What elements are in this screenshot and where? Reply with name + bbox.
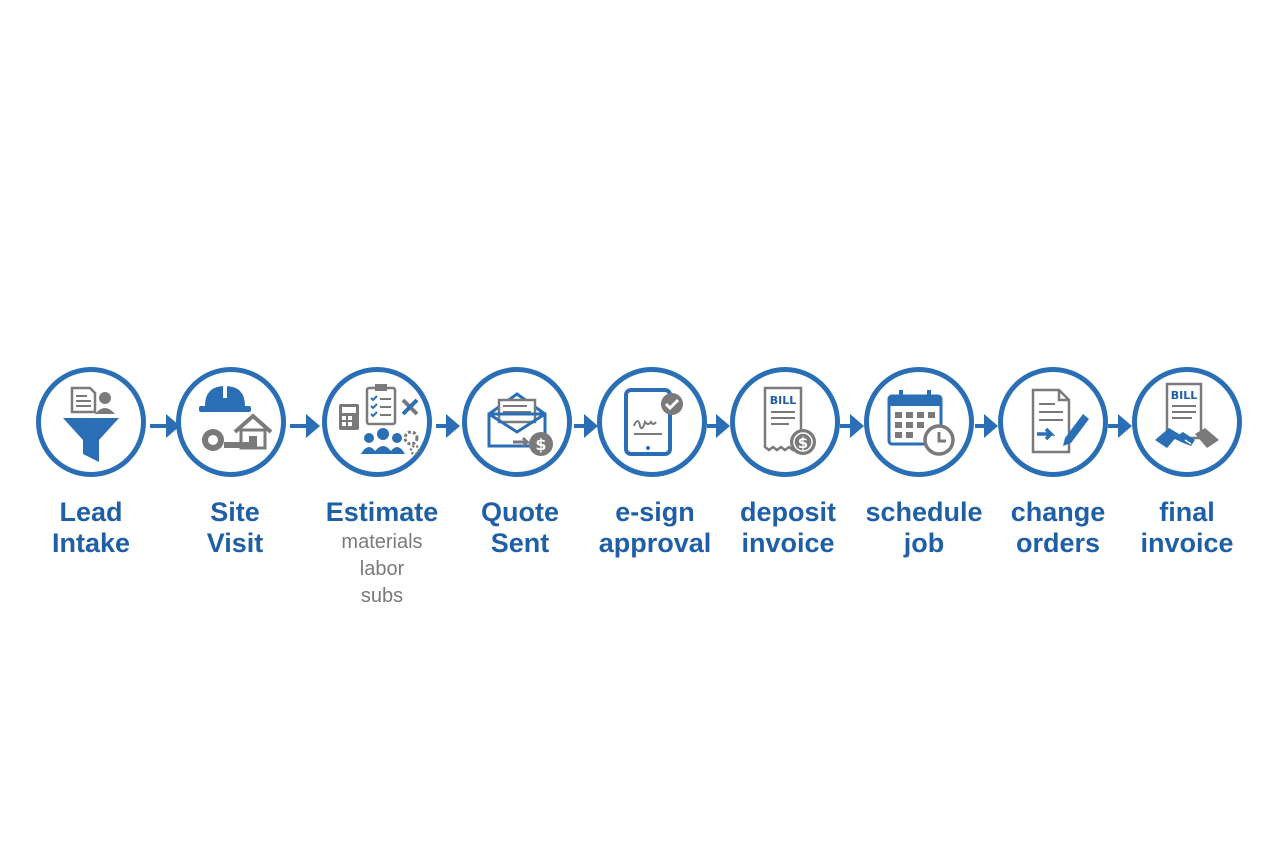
step-node-schedule-job — [864, 367, 974, 477]
svg-text:$: $ — [798, 434, 808, 452]
bill-text: BILL — [1171, 389, 1198, 402]
connector-2 — [290, 424, 308, 428]
step-node-final-invoice: BILL — [1132, 367, 1242, 477]
arrow-7-icon — [984, 414, 998, 438]
step-node-deposit-invoice: BILL $ — [730, 367, 840, 477]
arrow-6-icon — [850, 414, 864, 438]
connector-6 — [840, 424, 852, 428]
step-node-estimate — [322, 367, 432, 477]
hardhat-house-icon — [199, 384, 273, 451]
step-node-lead-intake — [36, 367, 146, 477]
arrow-8-icon — [1118, 414, 1132, 438]
funnel-lead-icon — [63, 386, 119, 462]
connector-8 — [1108, 424, 1120, 428]
step-label-estimate: Estimate — [325, 497, 439, 527]
step-node-change-orders — [998, 367, 1108, 477]
arrow-5-icon — [716, 414, 730, 438]
arrow-4-icon — [584, 414, 598, 438]
step-node-e-sign-approval — [597, 367, 707, 477]
connector-7 — [975, 424, 987, 428]
document-edit-icon — [1031, 388, 1089, 454]
bill-coin-icon: BILL $ — [763, 386, 816, 455]
envelope-dollar-icon: $ — [487, 392, 553, 456]
step-node-quote-sent: $ — [462, 367, 572, 477]
arrow-2-icon — [306, 414, 320, 438]
calendar-clock-icon — [887, 390, 955, 456]
arrow-3-icon — [446, 414, 460, 438]
svg-text:$: $ — [535, 435, 546, 454]
tablet-signature-icon — [624, 388, 683, 456]
estimate-tools-icon — [339, 384, 421, 456]
connector-4 — [574, 424, 586, 428]
bill-handshake-icon: BILL — [1155, 382, 1219, 449]
connector-1 — [150, 424, 168, 428]
connector-3 — [436, 424, 448, 428]
connector-5 — [707, 424, 719, 428]
step-node-site-visit — [176, 367, 286, 477]
bill-text: BILL — [770, 394, 797, 407]
